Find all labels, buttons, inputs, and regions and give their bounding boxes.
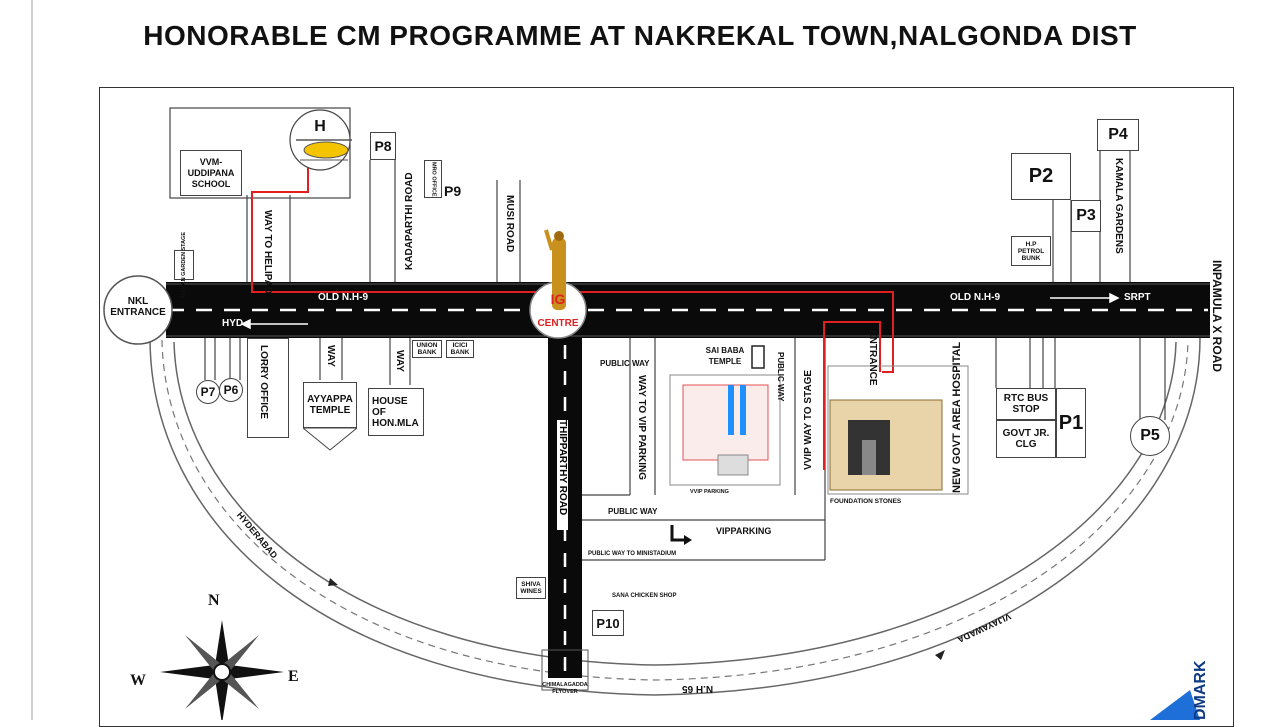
nkl-entrance-circle [103,275,173,345]
baran-stage-box: BARAN GARDEN STAGE [174,232,194,298]
statue-icon [544,229,566,310]
ig-label: IG [550,291,566,307]
govt-jr-clg-label: GOVT JR. CLG [1002,428,1050,450]
union-bank-label: UNION BANK [416,342,438,356]
parking-p4: P4 [1097,119,1139,151]
stage-layout [669,374,781,486]
lorry-office-box [247,338,289,438]
public-way-2-label: PUBLIC WAY [608,507,658,516]
way-to-helipad-label: WAY TO HELIPAD [262,210,273,295]
vvip-parking-label: VVIP PARKING [690,489,729,495]
icici-bank-box: ICICI BANK [446,340,474,358]
icici-bank-label: ICICI BANK [450,342,470,356]
centre-label: CENTRE [537,318,579,329]
vvm-school-box: VVM-UDDIPANA SCHOOL [180,150,242,196]
compass-n: N [208,592,220,609]
baran-stage-label: BARAN GARDEN STAGE [180,232,187,298]
public-way-1-label: PUBLIC WAY [600,359,650,368]
ring-road-inner [173,341,1177,666]
company-logo: DMARK [1192,660,1209,720]
house-mla-box: HOUSE OF HON.MLA [368,388,424,436]
nh65-label: N.H 65 [682,683,714,694]
vip-parking-label: VIPPARKING [716,526,772,536]
lorry-office-label: LORRY OFFICE [258,345,269,419]
musi-road-label: MUSI ROAD [504,195,515,253]
shiva-wines-label: SHIVA WINES [520,581,542,595]
arc-arrow-left [328,578,338,586]
parking-p9: P9 [444,183,462,199]
thipparthy-road-label: THIPPARTHY ROAD [557,420,568,530]
old-nh9-right-label: OLD N.H-9 [950,292,1000,303]
way-to-vip-parking-label: WAY TO VIP PARKING [636,375,647,481]
shiva-wines-box: SHIVA WINES [516,577,546,599]
hospital-label: NEW GOVT AREA HOSPITAL [951,341,963,493]
public-way-ministadium-label: PUBLIC WAY TO MINISTADIUM [588,551,677,557]
inpamula-road-label: INPAMULA X ROAD [1210,260,1224,372]
page-edge-line [31,0,33,720]
rtc-bus-stop-box: RTC BUS STOP [996,388,1056,420]
mro-office-box: MRO OFFICE [424,160,442,198]
helipad-area [169,107,351,199]
foundation-stones-label: FOUNDATION STONES [830,498,902,505]
kadaparthi-road-label: KADAPARTHI ROAD [404,172,415,270]
hospital-building [829,399,943,491]
map-title: HONORABLE CM PROGRAMME AT NAKREKAL TOWN,… [143,20,1137,51]
turn-arrow-icon [670,525,686,542]
flyover-label: CHIMALAGADDA FLYOVER [542,682,588,695]
old-nh9-left-label: OLD N.H-9 [318,292,368,303]
ring-road-outer [149,337,1201,696]
helipad-route [251,160,894,373]
nkl-entrance-label: NKL ENTRANCE [110,296,166,318]
parking-p8: P8 [370,132,396,160]
hyd-label: HYD [222,318,244,329]
flyover-box [541,649,589,691]
kamala-gardens-label: KAMALA GARDENS [1113,158,1124,254]
svg-text:H: H [314,118,326,135]
sana-chicken-label: SANA CHICKEN SHOP [612,593,677,599]
parking-p2: P2 [1011,153,1071,200]
ayyappa-temple-label: AYYAPPA TEMPLE [307,394,353,416]
ayyappa-temple-box: AYYAPPA TEMPLE [303,382,357,428]
ayyappa-arrow-icon [303,428,357,451]
srpt-label: SRPT [1124,292,1151,303]
union-bank-box: UNION BANK [412,340,442,358]
hp-petrol-box: H.P PETROL BUNK [1011,236,1051,266]
sai-baba-temple-icon [751,345,765,369]
compass-rose-icon [160,620,284,720]
parking-p3: P3 [1071,200,1101,232]
vvip-way-label: VVIP WAY TO STAGE [803,369,814,470]
entrance-label: ENTRANCE [867,330,878,386]
parking-p1: P1 [1056,388,1086,458]
vvm-school-label: VVM-UDDIPANA SCHOOL [187,156,235,189]
rtc-bus-stop-label: RTC BUS STOP [1003,393,1049,415]
parking-p6: P6 [219,378,243,402]
govt-jr-clg-box: GOVT JR. CLG [996,420,1056,458]
vvip-stage-route [823,321,881,470]
way-label-2: WAY [394,350,405,372]
parking-p5: P5 [1130,416,1170,456]
helicopter-icon: H [289,109,352,171]
house-mla-label: HOUSE OF HON.MLA [372,395,419,429]
ring-road-dashed [161,339,1189,681]
compass-e: E [288,668,299,685]
compass-w: W [130,672,146,689]
way-label-1: WAY [325,345,336,367]
arc-arrow-right [935,650,945,660]
mro-office-label: MRO OFFICE [430,161,437,197]
sai-baba-temple-label: SAI BABA TEMPLE [705,346,745,366]
logo-shape [1150,690,1200,720]
hp-petrol-label: H.P PETROL BUNK [1017,240,1045,262]
parking-p7: P7 [196,380,220,404]
parking-p10: P10 [592,610,624,636]
public-way-vertical-label: PUBLIC WAY [776,352,785,402]
